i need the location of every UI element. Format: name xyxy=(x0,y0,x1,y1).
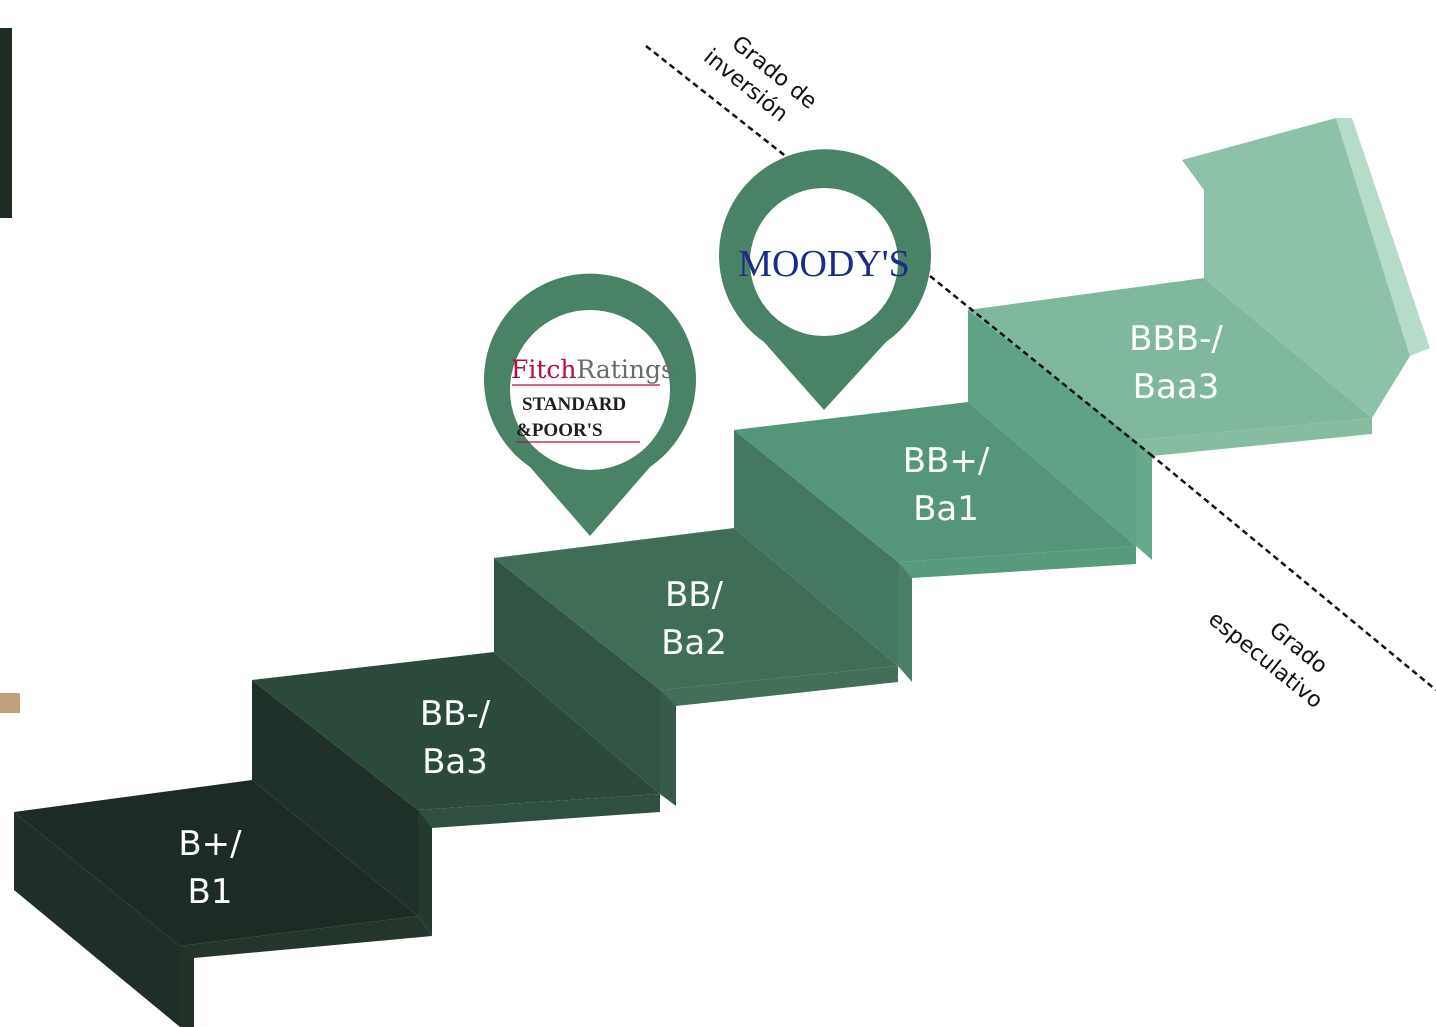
marker-face xyxy=(750,188,898,336)
svg-text:BB-/: BB-/ xyxy=(420,694,491,734)
marker-face xyxy=(510,310,670,470)
fitch-logo-b: Ratings xyxy=(577,355,674,384)
fitch-sp-marker: FitchRatings STANDARD &POOR'S xyxy=(484,273,697,536)
svg-text:Ba3: Ba3 xyxy=(422,742,488,782)
svg-text:B+/: B+/ xyxy=(178,824,242,864)
svg-text:Ba1: Ba1 xyxy=(913,489,979,529)
moodys-marker: MOODY'S xyxy=(719,149,932,410)
svg-text:BB+/: BB+/ xyxy=(903,441,990,481)
svg-text:Ba2: Ba2 xyxy=(661,623,727,663)
fitch-logo-a: Fitch xyxy=(511,355,577,384)
step-label-3: BB/ Ba2 xyxy=(661,575,727,663)
step-label-2: BB-/ Ba3 xyxy=(420,694,491,782)
accent-bar xyxy=(0,28,12,218)
step-label-1: B+/ B1 xyxy=(178,824,242,912)
investment-grade-label: Grado de inversión xyxy=(699,31,822,127)
sp-logo-line2: &POOR'S xyxy=(516,420,603,441)
svg-text:BB/: BB/ xyxy=(665,575,724,615)
step-label-5: BBB-/ Baa3 xyxy=(1129,319,1223,407)
step-4 xyxy=(734,310,1152,578)
moodys-logo: MOODY'S xyxy=(738,243,910,285)
accent-square xyxy=(0,693,20,713)
svg-text:FitchRatings: FitchRatings xyxy=(511,355,674,384)
svg-text:B1: B1 xyxy=(188,872,233,912)
step-5 xyxy=(968,118,1430,456)
divider-line-lower xyxy=(1149,453,1436,691)
svg-text:BBB-/: BBB-/ xyxy=(1129,319,1223,359)
svg-text:Baa3: Baa3 xyxy=(1133,367,1220,407)
speculative-grade-label: Grado especulativo xyxy=(1203,607,1332,714)
step-1 xyxy=(14,680,432,1027)
step-2 xyxy=(252,558,676,828)
step-3 xyxy=(494,430,912,706)
sp-logo-line1: STANDARD xyxy=(522,394,626,415)
step-label-4: BB+/ Ba1 xyxy=(903,441,990,529)
divider-line-middle xyxy=(929,275,1151,455)
